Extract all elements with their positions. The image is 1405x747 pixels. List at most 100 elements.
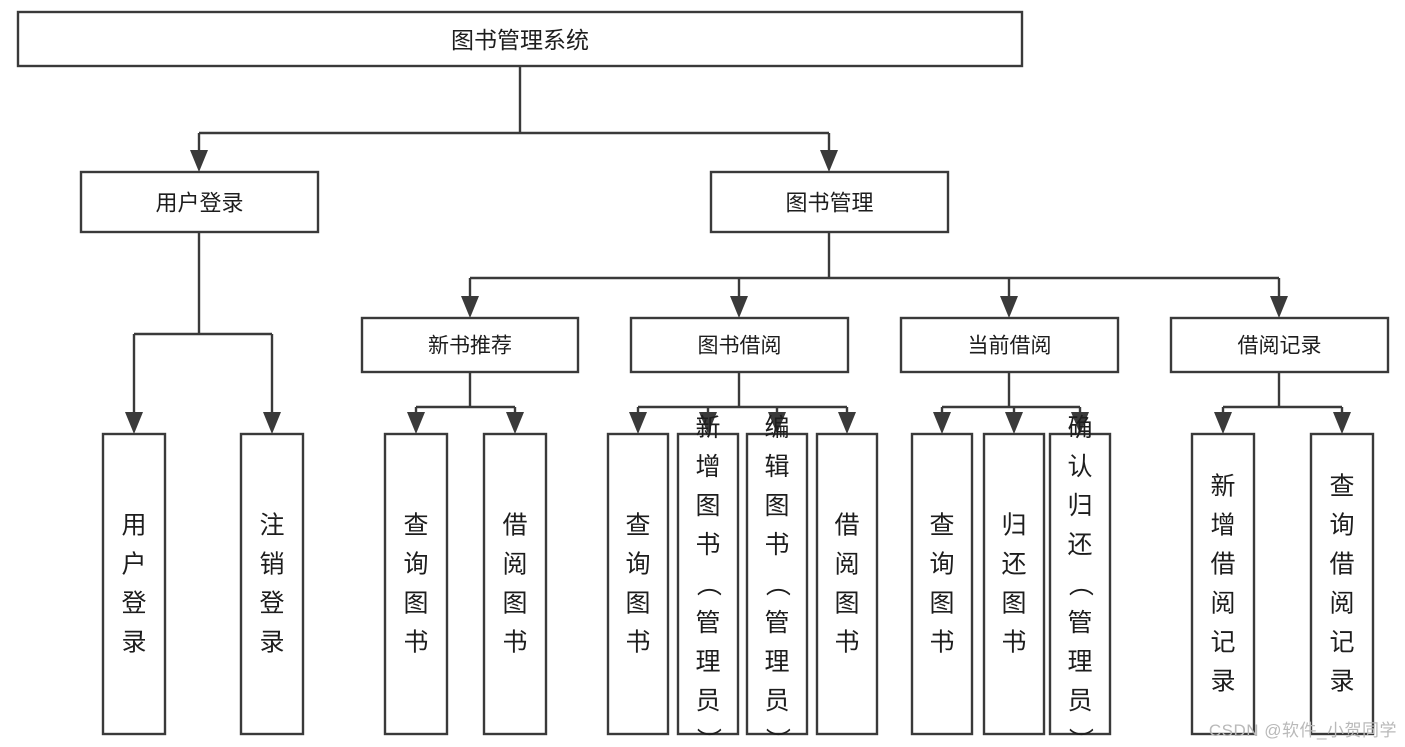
node-leaf-query-book-3-box[interactable]: [910, 432, 974, 736]
arrow-head-icon: [461, 296, 479, 318]
node-user-login-box[interactable]: [79, 170, 320, 234]
svg-text:书: 书: [929, 629, 954, 657]
svg-text:录: 录: [1210, 668, 1235, 696]
svg-text:询: 询: [1329, 512, 1354, 540]
node-book-borrow-box[interactable]: [629, 316, 850, 374]
svg-text:还: 还: [1067, 531, 1092, 559]
svg-text:录: 录: [1329, 668, 1354, 696]
svg-text:增: 增: [1210, 512, 1235, 540]
svg-text:阅: 阅: [1210, 590, 1235, 618]
svg-text:书: 书: [1001, 629, 1026, 657]
svg-text:销: 销: [259, 551, 284, 579]
svg-text:管: 管: [1067, 609, 1092, 637]
node-book-management[interactable]: 图书管理: [709, 170, 950, 234]
svg-text:还: 还: [1001, 551, 1026, 579]
node-borrow-record[interactable]: 借阅记录: [1169, 316, 1390, 374]
node-leaf-add-record-box[interactable]: [1190, 432, 1256, 736]
node-leaf-add-book-box[interactable]: [676, 432, 740, 736]
node-borrow-record-box[interactable]: [1169, 316, 1390, 374]
node-user-login-label: 用户登录: [155, 191, 243, 216]
svg-text:图: 图: [929, 590, 954, 618]
node-leaf-edit-book-box[interactable]: [745, 432, 809, 736]
svg-text:管: 管: [764, 609, 789, 637]
arrow-head-icon: [838, 412, 856, 434]
arrow-head-icon: [125, 412, 143, 434]
node-leaf-query-book-2-box[interactable]: [606, 432, 670, 736]
node-leaf-query-book-1-box[interactable]: [383, 432, 449, 736]
node-book-management-box[interactable]: [709, 170, 950, 234]
svg-text:图: 图: [625, 590, 650, 618]
svg-text:图: 图: [1001, 590, 1026, 618]
svg-text:查: 查: [403, 512, 428, 540]
svg-text:录: 录: [259, 629, 284, 657]
node-leaf-logout-box[interactable]: [239, 432, 305, 736]
svg-text:询: 询: [929, 551, 954, 579]
svg-text:用: 用: [121, 512, 146, 540]
arrow-head-icon: [263, 412, 281, 434]
svg-text:书: 书: [625, 629, 650, 657]
svg-text:书: 书: [695, 531, 720, 559]
node-leaf-borrow-book-2-box[interactable]: [815, 432, 879, 736]
svg-text:员: 员: [695, 687, 720, 715]
svg-text:注: 注: [259, 512, 284, 540]
node-root-system[interactable]: 图书管理系统: [16, 10, 1024, 68]
svg-text:户: 户: [121, 551, 146, 579]
svg-text:（: （: [1066, 571, 1094, 596]
svg-text:登: 登: [259, 590, 284, 618]
node-book-borrow[interactable]: 图书借阅: [629, 316, 850, 374]
svg-text:员: 员: [1067, 687, 1092, 715]
svg-text:（: （: [763, 571, 791, 596]
node-current-borrow-box[interactable]: [899, 316, 1120, 374]
node-leaf-query-record-box[interactable]: [1309, 432, 1375, 736]
arrow-head-icon: [190, 150, 208, 172]
node-root-system-box[interactable]: [16, 10, 1024, 68]
svg-text:登: 登: [121, 590, 146, 618]
node-user-login[interactable]: 用户登录: [79, 170, 320, 234]
svg-text:借: 借: [502, 512, 527, 540]
node-leaf-confirm-return-box[interactable]: [1048, 432, 1112, 736]
node-layer: 图书管理系统用户登录图书管理新书推荐图书借阅当前借阅借阅记录用户登录注销登录查询…: [16, 10, 1390, 747]
node-leaf-user-login[interactable]: 用户登录: [101, 432, 167, 736]
node-leaf-user-login-box[interactable]: [101, 432, 167, 736]
arrow-head-icon: [730, 296, 748, 318]
svg-text:录: 录: [121, 629, 146, 657]
svg-text:询: 询: [403, 551, 428, 579]
svg-text:认: 认: [1067, 453, 1092, 481]
svg-text:借: 借: [834, 512, 859, 540]
arrow-head-icon: [1071, 412, 1089, 434]
svg-text:借: 借: [1329, 551, 1354, 579]
node-new-book-recommend-box[interactable]: [360, 316, 580, 374]
svg-text:阅: 阅: [1329, 590, 1354, 618]
node-leaf-return-book-box[interactable]: [982, 432, 1046, 736]
node-leaf-borrow-book-1-box[interactable]: [482, 432, 548, 736]
node-book-management-label: 图书管理: [785, 191, 873, 216]
node-borrow-record-label: 借阅记录: [1238, 335, 1322, 358]
svg-text:阅: 阅: [502, 551, 527, 579]
node-current-borrow[interactable]: 当前借阅: [899, 316, 1120, 374]
svg-text:归: 归: [1067, 492, 1092, 520]
node-new-book-recommend[interactable]: 新书推荐: [360, 316, 580, 374]
svg-text:记: 记: [1210, 629, 1235, 657]
